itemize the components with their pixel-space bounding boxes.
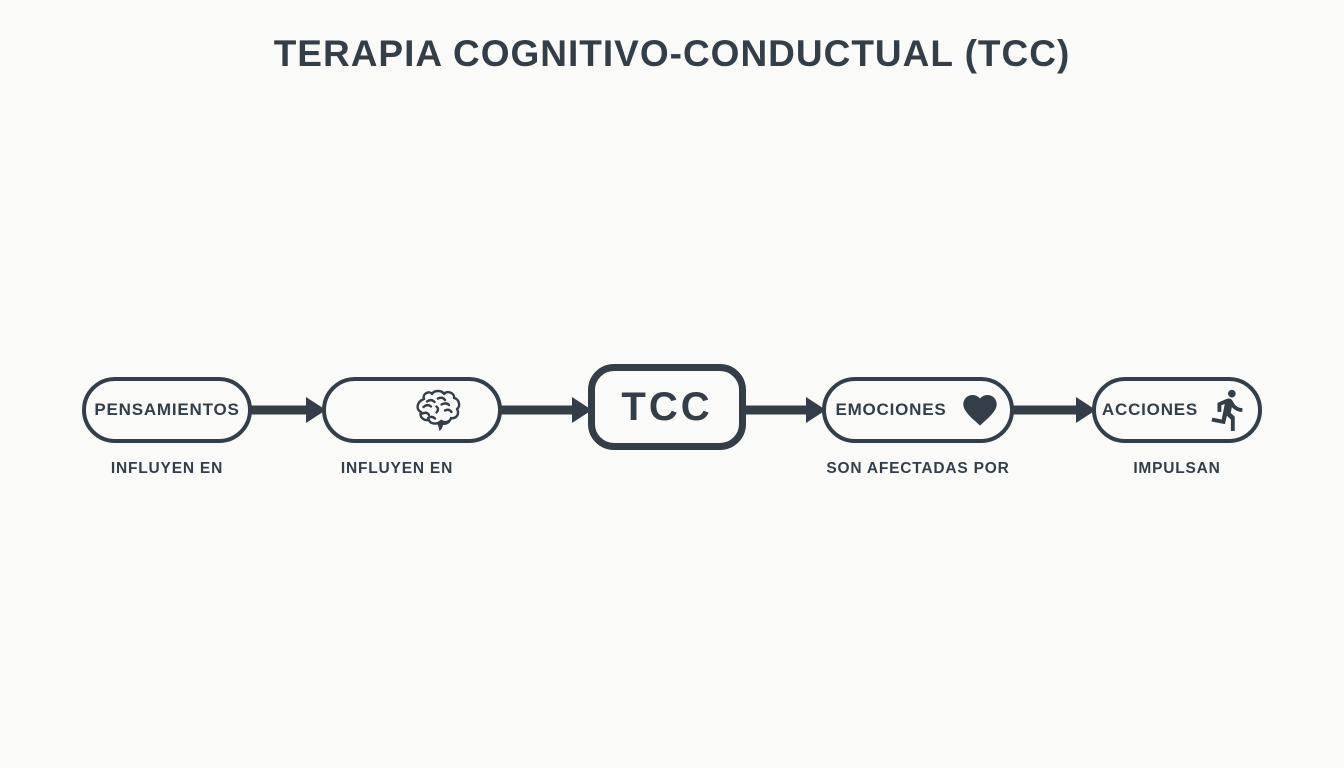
node-tcc: TCC [588,364,746,450]
arrow-shaft [1012,405,1080,415]
arrow-head [306,397,326,423]
heart-icon [959,390,1001,430]
caption-cerebro: INFLUYEN EN [340,460,454,477]
arrow-right-icon [1012,397,1096,423]
arrow-shaft [744,405,810,415]
caption-acciones: IMPULSAN [1133,460,1221,477]
node-label: EMOCIONES [835,400,947,419]
node-label: ACCIONES [1101,400,1199,419]
arrow-head [572,397,592,423]
node-cerebro [322,377,502,443]
arrow-right-icon [744,397,826,423]
arrow-head [806,397,826,423]
node-label: TCC [621,384,713,429]
node-label: PENSAMIENTOS [94,400,240,419]
arrow-shaft [500,405,576,415]
node-pensamientos: PENSAMIENTOS [82,377,252,443]
node-emociones: EMOCIONES [822,377,1014,443]
arrow-right-icon [250,397,326,423]
page-title: TERAPIA COGNITIVO-CONDUCTUAL (TCC) [273,33,1071,74]
arrow-head [1076,397,1096,423]
caption-emociones: SON AFECTADAS POR [826,460,1010,477]
arrow-shaft [250,405,310,415]
runner-icon [1206,387,1252,433]
caption-pensamientos: INFLUYEN EN [110,460,224,477]
node-acciones: ACCIONES [1092,377,1262,443]
brain-icon [414,388,462,432]
arrow-right-icon [500,397,592,423]
